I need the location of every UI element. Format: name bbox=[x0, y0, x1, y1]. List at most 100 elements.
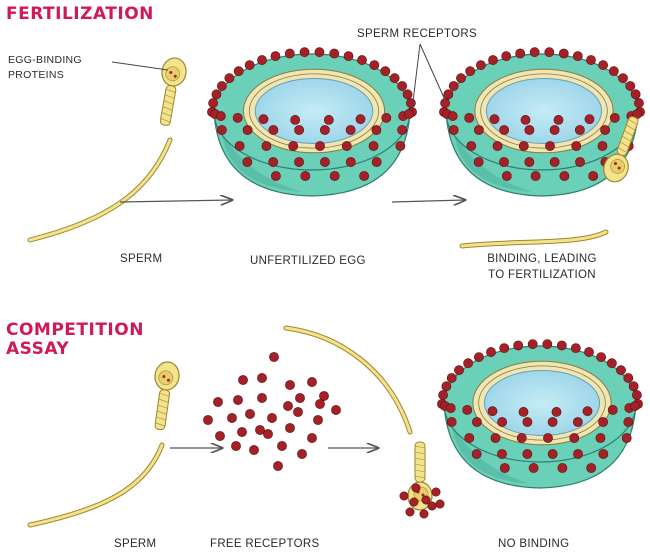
receptor-dot bbox=[586, 55, 595, 64]
receptor-dot bbox=[271, 171, 280, 180]
receptor-dot bbox=[243, 157, 252, 166]
receptor-dot bbox=[554, 115, 563, 124]
egg-binding-proteins-line2: PROTEINS bbox=[8, 70, 82, 81]
free-receptor-dot bbox=[257, 373, 266, 382]
receptor-dot bbox=[259, 115, 268, 124]
receptor-dot bbox=[404, 109, 413, 118]
blocked-receptor-dot bbox=[432, 488, 440, 496]
binding-label-line2: TO FERTILIZATION bbox=[462, 269, 622, 281]
receptor-dot bbox=[449, 125, 458, 134]
receptor-dot bbox=[243, 125, 252, 134]
receptor-dot bbox=[573, 449, 582, 458]
free-receptor-dot bbox=[307, 433, 316, 442]
receptor-dot bbox=[550, 125, 559, 134]
blocked-receptor-dot bbox=[406, 508, 414, 516]
receptor-dot bbox=[600, 125, 609, 134]
competition-heading-line2: ASSAY bbox=[6, 341, 144, 359]
receptor-dot bbox=[464, 359, 473, 368]
receptor-dot bbox=[573, 417, 582, 426]
binding-label-line1: BINDING, LEADING bbox=[462, 253, 622, 265]
no-binding-egg bbox=[437, 340, 642, 488]
egg-binding-proteins-line1: EGG-BINDING bbox=[8, 55, 82, 66]
receptor-dot bbox=[632, 390, 641, 399]
receptor-dot bbox=[583, 407, 592, 416]
receptor-dot bbox=[585, 115, 594, 124]
receptor-dot bbox=[575, 157, 584, 166]
free-receptors-label: FREE RECEPTORS bbox=[210, 538, 319, 550]
free-receptor-dot bbox=[319, 391, 328, 400]
receptor-dot bbox=[587, 463, 596, 472]
receptor-dot bbox=[212, 90, 221, 99]
free-receptor-dot bbox=[237, 427, 246, 436]
receptor-dot bbox=[523, 417, 532, 426]
receptor-dot bbox=[269, 125, 278, 134]
receptor-dot bbox=[560, 171, 569, 180]
receptor-dot bbox=[575, 125, 584, 134]
sperm-tail-outline bbox=[286, 328, 410, 432]
egg-binding-leader-line bbox=[112, 62, 168, 70]
free-receptor-dot bbox=[297, 449, 306, 458]
sperm-bottom bbox=[30, 360, 181, 525]
blocked-receptor-dot bbox=[400, 492, 408, 500]
sperm-midpiece bbox=[155, 389, 170, 430]
receptor-dot bbox=[262, 141, 271, 150]
free-receptor-dot bbox=[307, 377, 316, 386]
receptor-dot bbox=[448, 111, 457, 120]
receptor-dot bbox=[289, 141, 298, 150]
receptor-dot bbox=[531, 171, 540, 180]
receptor-dot bbox=[490, 115, 499, 124]
free-receptor-dot bbox=[249, 445, 258, 454]
receptor-dot bbox=[596, 433, 605, 442]
receptor-dot bbox=[616, 366, 625, 375]
receptor-dot bbox=[269, 157, 278, 166]
receptor-dot bbox=[500, 463, 509, 472]
receptor-dot bbox=[217, 125, 226, 134]
competition-heading-line1: COMPETITION bbox=[6, 322, 144, 340]
receptor-dot bbox=[545, 48, 554, 57]
receptor-dot bbox=[454, 366, 463, 375]
free-receptor-dot bbox=[277, 441, 286, 450]
receptor-dot bbox=[438, 390, 447, 399]
receptor-dot bbox=[610, 113, 619, 122]
free-receptor-dot bbox=[295, 393, 304, 402]
free-receptor-dot bbox=[245, 409, 254, 418]
receptor-dot bbox=[548, 449, 557, 458]
free-receptor-dot bbox=[267, 413, 276, 422]
blocked-receptor-dot bbox=[410, 498, 418, 506]
receptor-dot bbox=[523, 449, 532, 458]
receptor-dot bbox=[442, 382, 451, 391]
receptor-dot bbox=[597, 352, 606, 361]
receptor-dot bbox=[320, 125, 329, 134]
blocked-receptor-dot bbox=[436, 500, 444, 508]
receptor-dot bbox=[456, 74, 465, 83]
receptor-dot bbox=[465, 113, 474, 122]
receptor-dot bbox=[502, 171, 511, 180]
receptor-dot bbox=[467, 141, 476, 150]
receptor-dot bbox=[559, 49, 568, 58]
receptor-dot bbox=[521, 115, 530, 124]
receptor-dot bbox=[516, 49, 525, 58]
receptor-dot bbox=[488, 407, 497, 416]
receptor-dot bbox=[502, 52, 511, 61]
receptor-dot bbox=[514, 341, 523, 350]
sperm-head-group bbox=[148, 360, 181, 431]
free-receptor-dot bbox=[331, 405, 340, 414]
receptor-dot bbox=[370, 60, 379, 69]
receptor-dot bbox=[557, 341, 566, 350]
receptor-dot bbox=[499, 157, 508, 166]
free-receptor-dot bbox=[285, 380, 294, 389]
receptor-dot bbox=[608, 405, 617, 414]
receptor-dot bbox=[550, 157, 559, 166]
arrow-egg-to-binding bbox=[392, 200, 465, 202]
receptor-dot bbox=[573, 52, 582, 61]
receptor-dot bbox=[372, 125, 381, 134]
receptor-dot bbox=[472, 449, 481, 458]
receptor-dot bbox=[472, 417, 481, 426]
receptor-dot bbox=[543, 433, 552, 442]
receptor-dot bbox=[397, 81, 406, 90]
blocked-receptor-dot bbox=[412, 484, 420, 492]
free-receptor-dot bbox=[285, 423, 294, 432]
sperm-receptors-label: SPERM RECEPTORS bbox=[357, 28, 477, 40]
receptor-dot bbox=[493, 141, 502, 150]
receptor-dot bbox=[233, 113, 242, 122]
